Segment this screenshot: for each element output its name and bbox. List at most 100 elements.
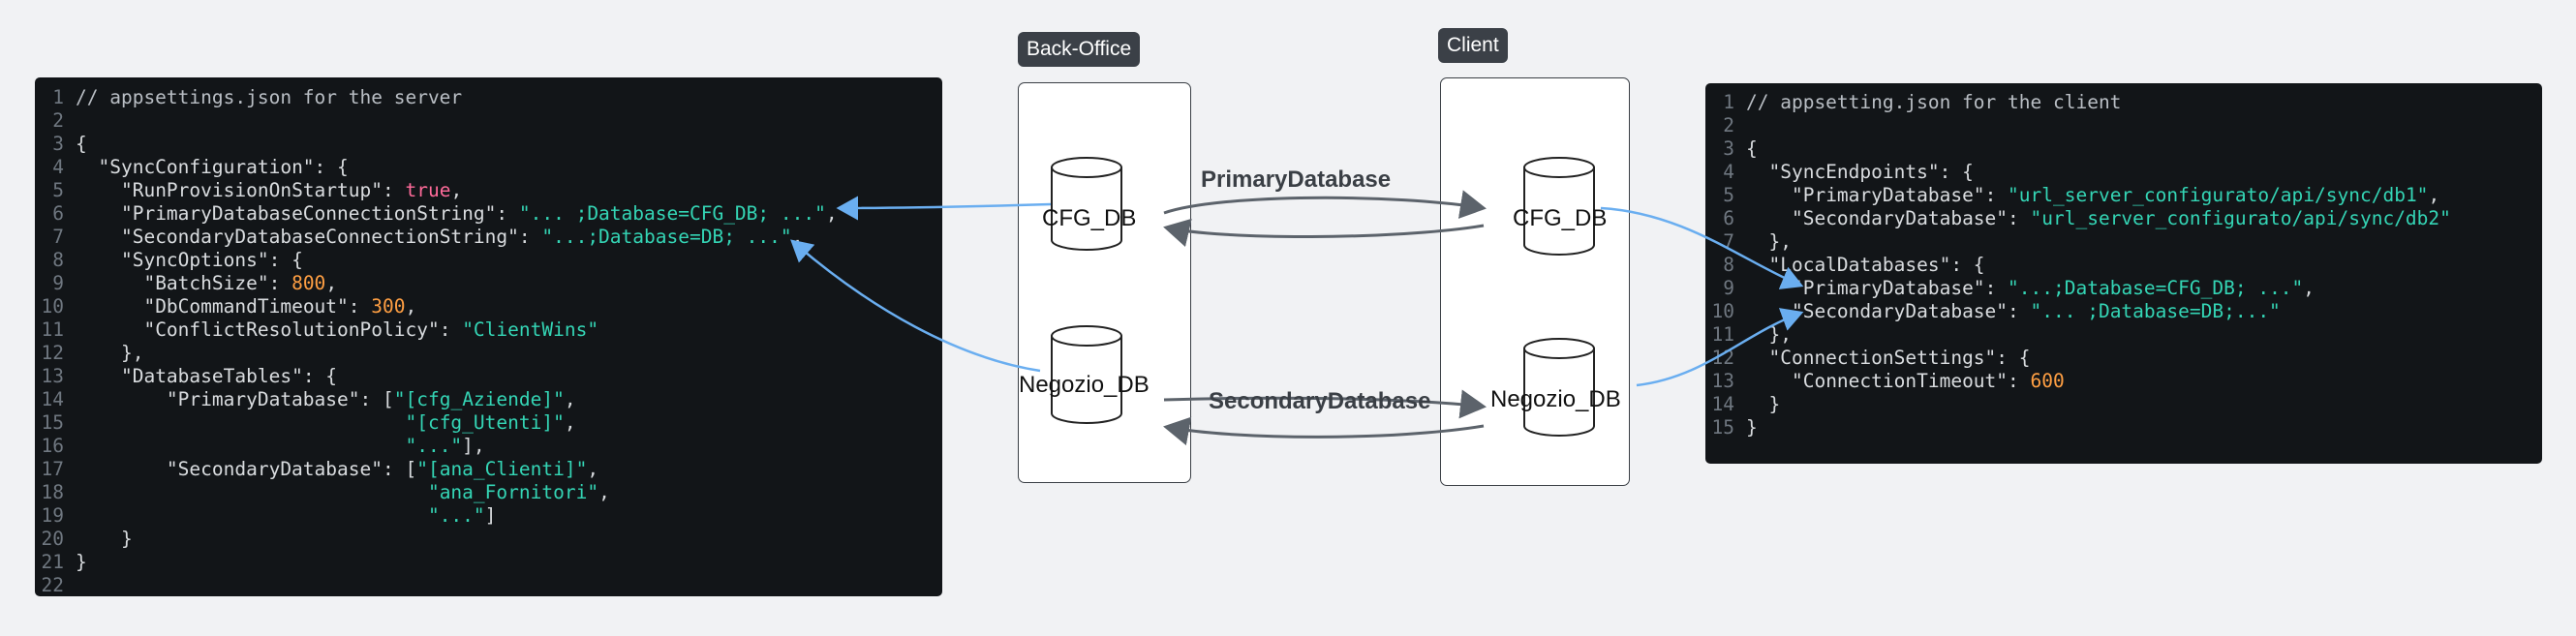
code-token: , xyxy=(2303,277,2315,299)
code-token: , xyxy=(405,295,417,318)
code-token: 800 xyxy=(291,272,326,294)
code-line: 9 "BatchSize": 800, xyxy=(35,272,942,295)
code-token: : xyxy=(348,295,372,318)
code-token: , xyxy=(325,272,338,294)
code-token: "ConflictResolutionPolicy" xyxy=(143,318,440,341)
code-token: "[cfg_Aziende]" xyxy=(393,388,565,410)
code-token: : [ xyxy=(382,458,417,480)
code-line: 10 "SecondaryDatabase": "... ;Database=D… xyxy=(1705,300,2542,323)
code-token: : xyxy=(2008,207,2031,229)
line-number: 6 xyxy=(1723,207,1734,229)
code-line: 4 "SyncEndpoints": { xyxy=(1705,161,2542,184)
code-line: 5 "PrimaryDatabase": "url_server_configu… xyxy=(1705,184,2542,207)
backoffice-negozio-db-label: Negozio_DB xyxy=(1019,372,1150,398)
secondary-sync-arrow-to-client xyxy=(1163,389,1487,419)
code-token: : { xyxy=(1996,347,2031,369)
code-token: "ConnectionSettings" xyxy=(1768,347,1997,369)
code-token: : { xyxy=(1950,254,1985,276)
code-line: 2 xyxy=(1705,114,2542,137)
code-token: 300 xyxy=(371,295,406,318)
code-line: 15} xyxy=(1705,416,2542,439)
code-token: } xyxy=(76,551,87,573)
line-number: 7 xyxy=(52,226,64,248)
code-token: "...;Database=CFG_DB; ..." xyxy=(2008,277,2304,299)
line-number: 20 xyxy=(41,528,64,550)
code-line: 8 "SyncOptions": { xyxy=(35,249,942,272)
code-token: "SecondaryDatabase" xyxy=(166,458,383,480)
line-number: 10 xyxy=(41,295,64,318)
code-token: "ClientWins" xyxy=(462,318,599,341)
code-token: }, xyxy=(76,342,144,364)
code-line: 13 "ConnectionTimeout": 600 xyxy=(1705,370,2542,393)
code-line: 19 "..."] xyxy=(35,504,942,528)
code-line: 21} xyxy=(35,551,942,574)
code-token: , xyxy=(587,458,599,480)
line-number: 4 xyxy=(1723,161,1734,183)
code-token: "SecondaryDatabase" xyxy=(1791,300,2009,322)
code-token: "ConnectionTimeout" xyxy=(1791,370,2009,392)
code-token: : xyxy=(496,202,519,225)
line-number: 4 xyxy=(52,156,64,178)
code-token: , xyxy=(791,226,804,248)
code-line: 1// appsetting.json for the client xyxy=(1705,91,2542,114)
code-token: : xyxy=(1984,184,2009,206)
client-title: Client xyxy=(1438,28,1508,63)
code-token: , xyxy=(450,179,463,201)
code-token: "SyncOptions" xyxy=(120,249,269,271)
code-line: 14 "PrimaryDatabase": ["[cfg_Aziende]", xyxy=(35,388,942,411)
line-number: 10 xyxy=(1711,300,1734,322)
code-token: "DatabaseTables" xyxy=(120,365,303,387)
code-line: 6 "PrimaryDatabaseConnectionString": "..… xyxy=(35,202,942,226)
code-token: : [ xyxy=(359,388,394,410)
code-line: 16 "..."], xyxy=(35,435,942,458)
secondary-sync-arrow-to-backoffice xyxy=(1163,416,1485,446)
code-line: 1// appsettings.json for the server xyxy=(35,86,942,109)
client-cfg-db-to-client-config-arrow xyxy=(1600,206,1804,289)
line-number: 13 xyxy=(1711,370,1734,392)
line-number: 2 xyxy=(52,109,64,132)
code-token: "[ana_Clienti]" xyxy=(416,458,588,480)
code-token: "SyncEndpoints" xyxy=(1768,161,1940,183)
code-token: ], xyxy=(462,435,485,457)
code-line: 13 "DatabaseTables": { xyxy=(35,365,942,388)
line-number: 7 xyxy=(1723,230,1734,253)
code-line: 10 "DbCommandTimeout": 300, xyxy=(35,295,942,318)
code-token: "url_server_configurato/api/sync/db1" xyxy=(2008,184,2429,206)
backoffice-negozio-db-cylinder xyxy=(1051,325,1122,424)
code-token: : { xyxy=(1939,161,1974,183)
client-cfg-db-label: CFG_DB xyxy=(1513,205,1608,231)
line-number: 3 xyxy=(1723,137,1734,160)
code-token: : xyxy=(2008,300,2031,322)
code-line: 6 "SecondaryDatabase": "url_server_confi… xyxy=(1705,207,2542,230)
code-line: 3{ xyxy=(35,133,942,156)
code-token: : xyxy=(1984,277,2009,299)
line-number: 8 xyxy=(52,249,64,271)
backoffice-cfg-db-label: CFG_DB xyxy=(1042,205,1137,231)
code-token: } xyxy=(1746,416,1758,439)
line-number: 19 xyxy=(41,504,64,527)
line-number: 3 xyxy=(52,133,64,155)
code-token: "PrimaryDatabase" xyxy=(1791,277,1985,299)
code-line: 14 } xyxy=(1705,393,2542,416)
code-token: { xyxy=(76,133,87,155)
code-token: "PrimaryDatabase" xyxy=(1791,184,1985,206)
code-token: : xyxy=(518,226,542,248)
line-number: 22 xyxy=(41,574,64,596)
secondary-database-edge-label: SecondaryDatabase xyxy=(1209,388,1431,414)
line-number: 8 xyxy=(1723,254,1734,276)
line-number: 1 xyxy=(52,86,64,108)
code-line: 9 "PrimaryDatabase": "...;Database=CFG_D… xyxy=(1705,277,2542,300)
code-token: : xyxy=(2008,370,2031,392)
line-number: 16 xyxy=(41,435,64,457)
client-negozio-db-label: Negozio_DB xyxy=(1490,386,1621,412)
code-token: "SecondaryDatabase" xyxy=(1791,207,2009,229)
line-number: 9 xyxy=(1723,277,1734,299)
line-number: 17 xyxy=(41,458,64,480)
code-token: "... ;Database=DB;..." xyxy=(2030,300,2281,322)
code-token: : { xyxy=(268,249,303,271)
code-token: { xyxy=(1746,137,1758,160)
code-token: : xyxy=(439,318,463,341)
negozio-db-to-server-config-arrow xyxy=(790,239,1041,373)
code-token: : { xyxy=(314,156,349,178)
